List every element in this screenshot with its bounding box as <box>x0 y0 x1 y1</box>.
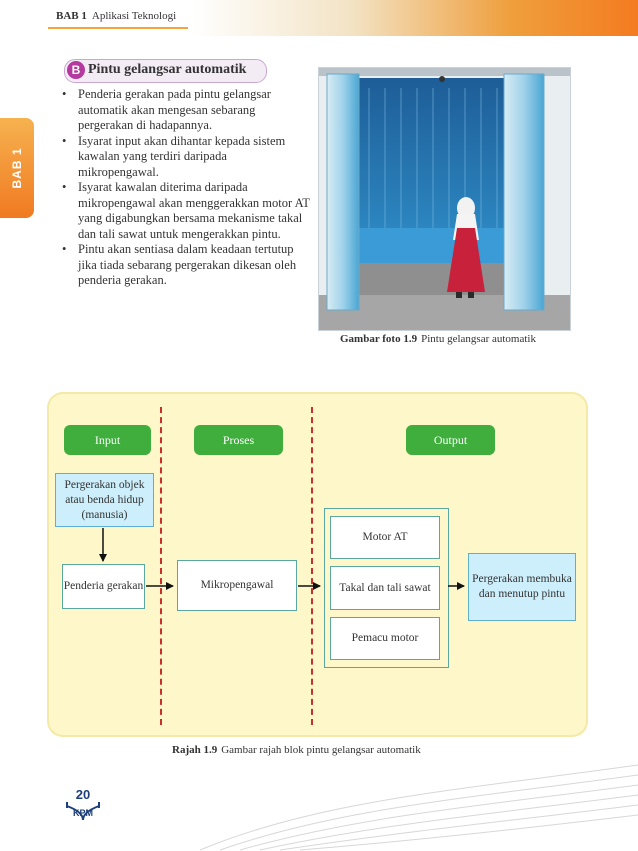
bullet-item: Isyarat kawalan diterima daripada mikrop… <box>60 180 310 242</box>
bullet-item: Isyarat input akan dihantar kepada siste… <box>60 134 310 181</box>
chapter-title: Aplikasi Teknologi <box>91 10 177 22</box>
publisher-label: KPM <box>73 808 93 818</box>
sensor-box: Penderia gerakan <box>62 564 145 609</box>
pulley-belt-box: Takal dan tali sawat <box>330 566 440 610</box>
dc-motor-box: Motor AT <box>330 516 440 559</box>
output-header: Output <box>406 425 495 455</box>
object-movement-text: Pergerakan objek atau benda hidup (manus… <box>64 478 145 521</box>
bullet-item: Penderia gerakan pada pintu gelangsar au… <box>60 87 310 134</box>
door-photo <box>318 67 571 331</box>
door-motion-text: Pergerakan membuka dan menutup pintu <box>472 573 572 600</box>
side-tab-label: BAB 1 <box>10 147 24 189</box>
divider-process-output <box>311 407 313 725</box>
header-underline <box>48 27 188 29</box>
book-icon <box>66 802 100 821</box>
object-movement-box: Pergerakan objek atau benda hidup (manus… <box>55 473 154 527</box>
motor-driver-text: Pemacu motor <box>351 632 419 644</box>
chapter-side-tab: BAB 1 <box>0 118 34 218</box>
photo-caption-label: Gambar foto 1.9 <box>340 333 418 345</box>
chapter-header: BAB 1 Aplikasi Teknologi <box>48 8 185 24</box>
door-motion-box: Pergerakan membuka dan menutup pintu <box>468 553 576 621</box>
bullet-list: Penderia gerakan pada pintu gelangsar au… <box>60 87 310 289</box>
microcontroller-text: Mikropengawal <box>200 579 274 591</box>
section-title: Pintu gelangsar automatik <box>88 62 247 77</box>
input-header: Input <box>64 425 151 455</box>
divider-input-process <box>160 407 162 725</box>
pulley-belt-text: Takal dan tali sawat <box>339 581 431 594</box>
microcontroller-box: Mikropengawal <box>177 560 297 611</box>
sensor-text: Penderia gerakan <box>63 580 144 592</box>
diagram-caption-text: Gambar rajah blok pintu gelangsar automa… <box>221 744 421 756</box>
photo-caption-text: Pintu gelangsar automatik <box>421 333 536 345</box>
diagram-caption-label: Rajah 1.9 <box>172 744 218 756</box>
section-heading <box>64 59 267 83</box>
footer-wave-decoration <box>199 764 638 851</box>
dc-motor-text: Motor AT <box>362 531 408 543</box>
page-number: 20 <box>75 787 91 802</box>
chapter-number: BAB 1 <box>56 10 87 22</box>
section-badge: B <box>67 61 85 79</box>
motor-driver-box: Pemacu motor <box>330 617 440 660</box>
bullet-item: Pintu akan sentiasa dalam keadaan tertut… <box>60 242 310 289</box>
door-photo-illustration <box>319 68 570 330</box>
process-header: Proses <box>194 425 283 455</box>
